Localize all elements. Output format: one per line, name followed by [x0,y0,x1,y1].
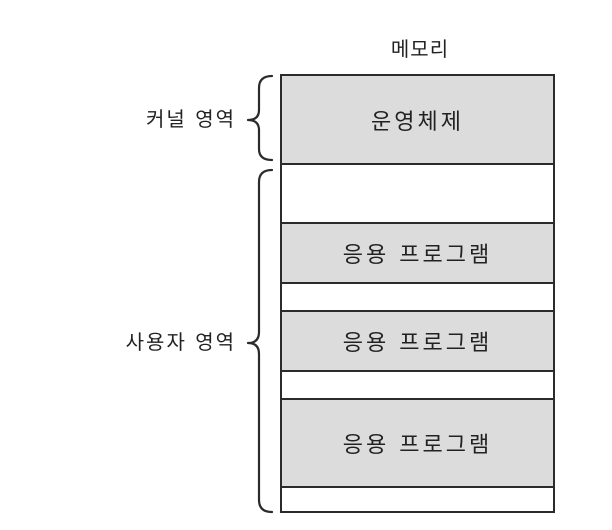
user-region-brace [246,168,274,514]
app-block-label: 응용 프로그램 [342,243,493,268]
app-block-2: 응용 프로그램 [282,310,553,372]
os-block: 운영체제 [282,76,553,165]
os-block-label: 운영체제 [371,109,464,135]
app-block-label: 응용 프로그램 [342,331,493,356]
kernel-region-label: 커널 영역 [146,107,236,131]
app-block-1: 응용 프로그램 [282,222,553,284]
diagram-title: 메모리 [390,37,450,61]
app-block-label: 응용 프로그램 [342,433,493,458]
app-block-3: 응용 프로그램 [282,398,553,488]
memory-column: 운영체제 응용 프로그램 응용 프로그램 응용 프로그램 [280,74,555,513]
user-region-label: 사용자 영역 [125,330,236,354]
kernel-region-brace [246,74,274,162]
